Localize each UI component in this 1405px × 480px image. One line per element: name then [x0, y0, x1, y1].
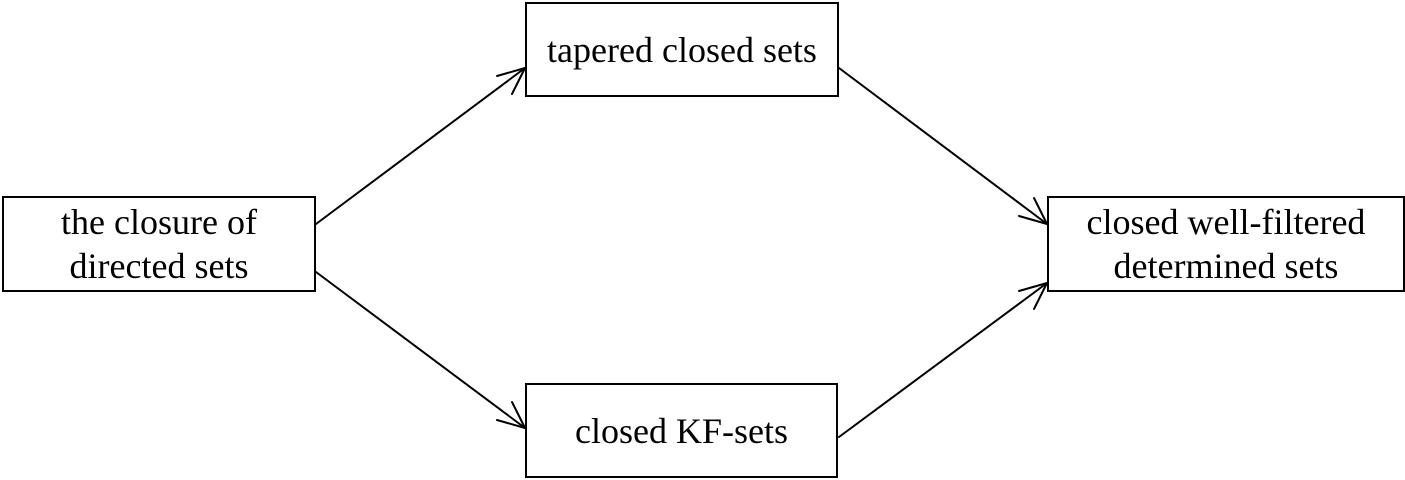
node-closed-well-filtered-determined-sets: closed well-filtered determined sets	[1047, 196, 1405, 292]
node-label-line: the closure of	[61, 202, 257, 242]
node-label: closed KF-sets	[575, 409, 788, 453]
node-label: the closure of directed sets	[61, 200, 257, 288]
arrow-left-to-bottom	[315, 271, 526, 429]
node-label-line: closed well-filtered	[1086, 202, 1366, 242]
node-label: tapered closed sets	[547, 28, 817, 72]
arrow-top-to-right	[838, 67, 1048, 225]
node-label-line: closed KF-sets	[575, 410, 788, 451]
arrow-bottom-to-right	[838, 282, 1048, 438]
node-label-line: determined sets	[1113, 246, 1339, 286]
node-closure-of-directed-sets: the closure of directed sets	[2, 196, 316, 292]
node-label: closed well-filtered determined sets	[1087, 200, 1366, 288]
node-label-line: tapered closed sets	[547, 29, 817, 70]
node-label-line: directed sets	[69, 246, 249, 286]
node-tapered-closed-sets: tapered closed sets	[525, 2, 839, 97]
node-closed-kf-sets: closed KF-sets	[525, 383, 838, 478]
arrow-left-to-top	[315, 67, 526, 225]
